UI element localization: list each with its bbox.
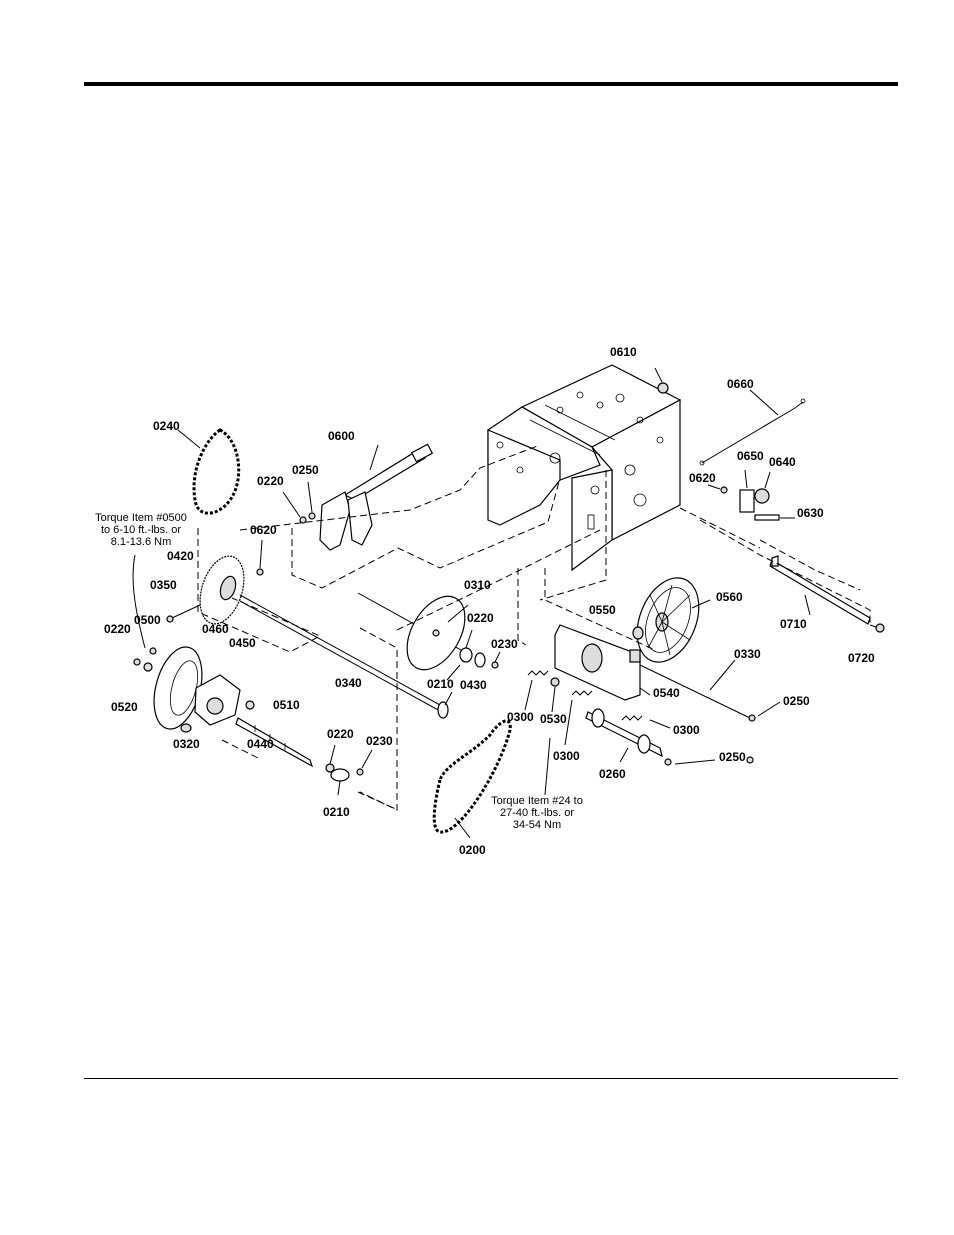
label-0500: 0500: [134, 613, 161, 627]
label-0330: 0330: [734, 647, 761, 661]
dashed-guides: [197, 444, 871, 811]
label-0300-a: 0300: [507, 710, 534, 724]
part-0330-shaft: [639, 659, 781, 722]
header-rule: [84, 82, 898, 86]
part-0560-pulley: [636, 577, 711, 663]
label-0620-a: 0620: [689, 471, 716, 485]
part-0260: [585, 708, 754, 766]
label-0720: 0720: [848, 651, 875, 665]
label-0460: 0460: [202, 622, 229, 636]
small-parts-left: [133, 647, 157, 672]
label-0210-a: 0210: [427, 677, 454, 691]
torque-note-2-line2: 27-40 ft.-lbs. or: [500, 807, 574, 819]
part-0450: [194, 674, 241, 726]
part-0720: [869, 623, 885, 633]
label-0420: 0420: [167, 549, 194, 563]
label-0540: 0540: [653, 686, 680, 700]
torque-leader-2: [544, 737, 551, 796]
springs-0300: [524, 670, 671, 746]
part-0650-0640-0630: [707, 469, 795, 521]
part-0340-shaft: [239, 594, 449, 719]
part-0240-chain: [177, 428, 241, 515]
part-0440-shaft: [235, 717, 314, 768]
part-labels: 0610 0660 0240 0600 0250 0220 0650 0640 …: [104, 345, 875, 857]
label-0220-d: 0220: [327, 727, 354, 741]
torque-note-2: Torque Item #24 to 27-40 ft.-lbs. or 34-…: [491, 795, 583, 831]
label-0250-b: 0250: [783, 694, 810, 708]
part-0600: [319, 443, 434, 551]
label-0660: 0660: [727, 377, 754, 391]
label-0710: 0710: [780, 617, 807, 631]
label-0260: 0260: [599, 767, 626, 781]
label-0220-c: 0220: [467, 611, 494, 625]
torque-note-2-line3: 34-54 Nm: [513, 819, 561, 831]
label-0530: 0530: [540, 712, 567, 726]
label-0600: 0600: [328, 429, 355, 443]
label-0310: 0310: [464, 578, 491, 592]
part-0320: [180, 723, 192, 733]
part-0530: [550, 677, 560, 713]
label-0220-a: 0220: [257, 474, 284, 488]
part-0510: [245, 700, 255, 710]
label-0610: 0610: [610, 345, 637, 359]
label-0440: 0440: [247, 737, 274, 751]
label-0640: 0640: [769, 455, 796, 469]
label-0210-b: 0210: [323, 805, 350, 819]
part-0660: [699, 389, 806, 466]
label-0230-a: 0230: [491, 637, 518, 651]
label-0200: 0200: [459, 843, 486, 857]
label-0320: 0320: [173, 737, 200, 751]
torque-note-2-line1: Torque Item #24 to: [491, 795, 583, 807]
label-0550: 0550: [589, 603, 616, 617]
label-0220-b: 0220: [104, 622, 131, 636]
part-0620-b: [256, 539, 264, 576]
label-0300-b: 0300: [553, 749, 580, 763]
part-0550: [632, 626, 644, 640]
label-0340: 0340: [335, 676, 362, 690]
part-0310: [357, 592, 501, 706]
torque-note-1-line3: 8.1-13.6 Nm: [111, 536, 172, 548]
label-0630: 0630: [797, 506, 824, 520]
label-0300-c: 0300: [673, 723, 700, 737]
label-0230-b: 0230: [366, 734, 393, 748]
part-0610: [654, 367, 669, 394]
label-0250-a: 0250: [292, 463, 319, 477]
footer-rule: [84, 1078, 898, 1079]
label-0250-c: 0250: [719, 750, 746, 764]
label-0510: 0510: [273, 698, 300, 712]
part-0420-sprocket: [199, 555, 245, 625]
label-0520: 0520: [111, 700, 138, 714]
part-0710: [769, 555, 871, 625]
torque-note-1: Torque Item #0500 to 6-10 ft.-lbs. or 8.…: [95, 512, 187, 548]
hub-lower: [325, 744, 373, 796]
label-0560: 0560: [716, 590, 743, 604]
torque-note-1-line1: Torque Item #0500: [95, 512, 187, 524]
part-0350: [166, 604, 201, 623]
torque-note-1-line2: to 6-10 ft.-lbs. or: [101, 524, 181, 536]
label-0240: 0240: [153, 419, 180, 433]
torque-leader-1: [132, 554, 146, 649]
part-0540: [554, 624, 651, 701]
label-0430: 0430: [460, 678, 487, 692]
label-0650: 0650: [737, 449, 764, 463]
label-0450: 0450: [229, 636, 256, 650]
frame-housing: [487, 364, 682, 572]
washers-top-left: [282, 481, 316, 524]
label-0350: 0350: [150, 578, 177, 592]
part-0200-chain: [432, 719, 512, 839]
label-0620-b: 0620: [250, 523, 277, 537]
